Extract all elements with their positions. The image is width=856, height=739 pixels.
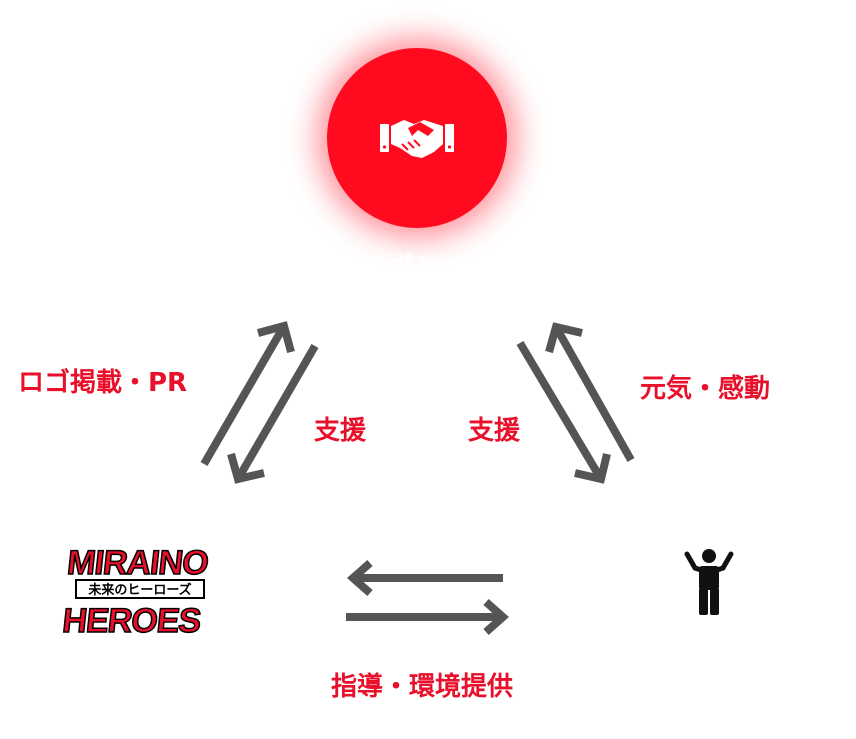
label-logo-pr: ロゴ掲載・PR	[18, 368, 188, 398]
left-down-arrow	[227, 343, 319, 484]
left-up-arrow	[200, 321, 295, 467]
bottom-right-arrow	[346, 599, 510, 635]
right-down-arrow	[516, 340, 611, 484]
label-support-left: 支援	[314, 416, 367, 446]
label-support-right: 支援	[468, 416, 521, 446]
sponsor-caption: スポンサー	[363, 252, 493, 280]
logo-text-bottom: HEROES	[62, 602, 203, 640]
bottom-left-arrow	[346, 560, 503, 596]
label-energy-emotion: 元気・感動	[640, 374, 771, 404]
child-icon	[684, 549, 734, 615]
logo-text-middle: 未来のヒーローズ	[87, 582, 191, 598]
handshake-icon	[380, 120, 454, 158]
logo-text-top: MIRAINO	[65, 544, 210, 582]
mirai-no-heroes-logo: MIRAINO 未来のヒーローズ HEROES	[62, 543, 211, 640]
right-up-arrow	[545, 322, 635, 462]
label-guidance-environment: 指導・環境提供	[331, 672, 514, 702]
